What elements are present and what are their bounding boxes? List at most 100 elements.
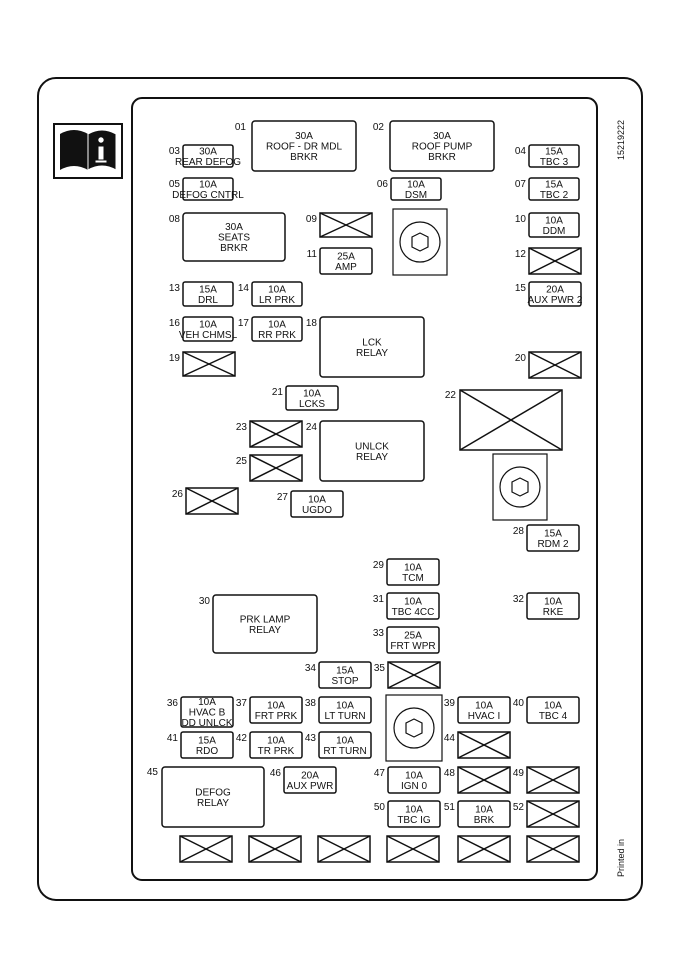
fuse-11-label-1: AMP xyxy=(335,262,357,273)
fuse-11-label-0: 25A xyxy=(337,251,355,262)
inner-frame xyxy=(131,97,598,881)
fuse-26: 26 xyxy=(172,487,239,515)
fuse-17-label-1: RR PRK xyxy=(258,330,296,341)
fuse-19: 19 xyxy=(169,351,236,377)
fuse-27-label-1: UGDO xyxy=(302,505,332,516)
fuse-38-label-1: LT TURN xyxy=(324,711,365,722)
fuse-13-label-1: DRL xyxy=(198,295,218,306)
spare-position-3 xyxy=(317,835,371,863)
fuse-47-label-0: 10A xyxy=(405,770,423,781)
stud-terminal-3 xyxy=(385,694,443,762)
fuse-46-number: 46 xyxy=(270,768,282,779)
fuse-29-label-0: 10A xyxy=(404,562,422,573)
fuse-36-label-1: HVAC B xyxy=(189,708,226,719)
fuse-17-label-0: 10A xyxy=(268,319,286,330)
fuse-08-label-1: SEATS xyxy=(218,233,250,244)
fuse-47-number: 47 xyxy=(374,768,386,779)
spare-position-4 xyxy=(386,835,440,863)
fuse-01-number: 01 xyxy=(235,122,247,133)
fuse-40-label-0: 10A xyxy=(544,700,562,711)
fuse-25-number: 25 xyxy=(236,456,248,467)
fuse-49: 49 xyxy=(513,766,580,794)
fuse-24-number: 24 xyxy=(306,422,318,433)
fuse-16-number: 16 xyxy=(169,318,181,329)
fuse-10-label-0: 10A xyxy=(545,215,563,226)
fuse-43-label-1: RT TURN xyxy=(323,746,366,757)
fuse-31-number: 31 xyxy=(373,594,385,605)
fuse-39-label-0: 10A xyxy=(475,700,493,711)
fuse-18-number: 18 xyxy=(306,318,318,329)
fuse-31-label-1: TBC 4CC xyxy=(392,607,435,618)
fuse-33-label-0: 25A xyxy=(404,630,422,641)
fuse-14-number: 14 xyxy=(238,283,250,294)
fuse-35-number: 35 xyxy=(374,663,386,674)
fuse-06-number: 06 xyxy=(377,179,389,190)
fuse-36-label-2: DD UNLCK xyxy=(181,718,232,729)
fuse-13-label-0: 15A xyxy=(199,284,217,295)
fuse-05-label-0: 10A xyxy=(199,179,217,190)
fuse-38-label-0: 10A xyxy=(336,700,354,711)
fuse-23: 23 xyxy=(236,420,303,448)
fuse-14-label-1: LR PRK xyxy=(259,295,295,306)
fuse-03-label-0: 30A xyxy=(199,146,217,157)
fuse-38-number: 38 xyxy=(305,698,317,709)
spare-position-2 xyxy=(248,835,302,863)
fuse-39-label-1: HVAC I xyxy=(468,711,501,722)
fuse-33-label-1: FRT WPR xyxy=(390,641,435,652)
fuse-36-label-0: 10A xyxy=(198,697,216,708)
fuse-06-label-0: 10A xyxy=(407,179,425,190)
fuse-19-number: 19 xyxy=(169,353,181,364)
fuse-50-label-0: 10A xyxy=(405,804,423,815)
fuse-02-label-0: 30A xyxy=(433,131,451,142)
fuse-43-label-0: 10A xyxy=(336,735,354,746)
fuse-06-label-1: DSM xyxy=(405,190,427,201)
fuse-45-label-0: DEFOG xyxy=(195,787,231,798)
stud-terminal-2 xyxy=(492,453,548,521)
fuse-26-number: 26 xyxy=(172,489,184,500)
fuse-16-label-1: VEH CHMSL xyxy=(179,330,238,341)
fuse-27-label-0: 10A xyxy=(308,494,326,505)
spare-position-6 xyxy=(526,835,580,863)
fuse-45-number: 45 xyxy=(147,767,159,778)
fuse-51-label-0: 10A xyxy=(475,804,493,815)
fuse-40-number: 40 xyxy=(513,698,525,709)
fuse-09-number: 09 xyxy=(306,214,318,225)
fuse-18-label-1: RELAY xyxy=(356,348,388,359)
fuse-12-number: 12 xyxy=(515,249,527,260)
fuse-16-label-0: 10A xyxy=(199,319,217,330)
fuse-11-number: 11 xyxy=(307,249,318,260)
fuse-29-number: 29 xyxy=(373,560,385,571)
fuse-01-label-0: 30A xyxy=(295,131,313,142)
part-number: 15219222 xyxy=(616,120,626,160)
fuse-46-label-0: 20A xyxy=(301,770,319,781)
fuse-37-label-1: FRT PRK xyxy=(255,711,298,722)
fuse-44: 44 xyxy=(444,731,511,759)
fuse-49-number: 49 xyxy=(513,768,525,779)
fuse-34-label-1: STOP xyxy=(331,676,358,687)
fuse-34-number: 34 xyxy=(305,663,317,674)
fuse-01-label-1: ROOF - DR MDL xyxy=(266,142,343,153)
fuse-51-label-1: BRK xyxy=(474,815,495,826)
fuse-48: 48 xyxy=(444,766,511,794)
fuse-21-label-0: 10A xyxy=(303,388,321,399)
fuse-20: 20 xyxy=(515,351,582,379)
fuse-07-label-1: TBC 2 xyxy=(540,190,569,201)
fuse-50-number: 50 xyxy=(374,802,386,813)
